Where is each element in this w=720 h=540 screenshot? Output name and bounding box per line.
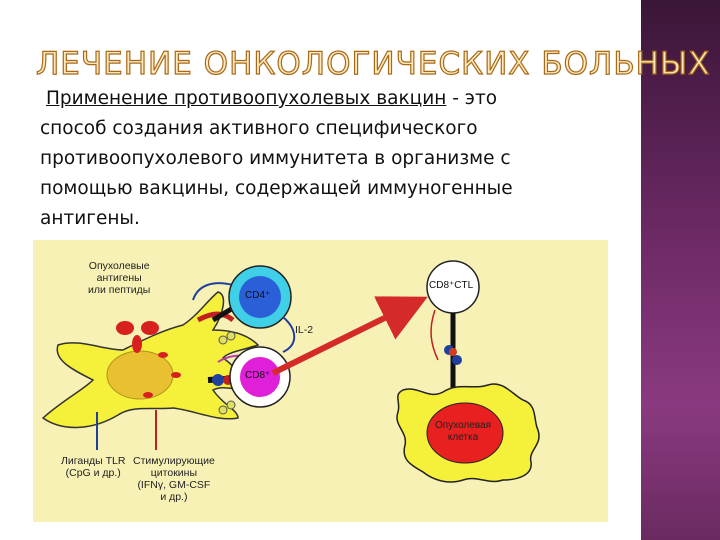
ctl-label: CD8⁺CTL xyxy=(429,280,474,291)
slide-title: ЛЕЧЕНИЕ ОНКОЛОГИЧЕСКИХ БОЛЬНЫХ xyxy=(35,45,711,82)
tlr-label: Лиганды TLR(CpG и др.) xyxy=(61,455,126,479)
text-line: способ создания активного специфического xyxy=(40,118,478,139)
il2-label: IL-2 xyxy=(295,324,314,336)
text-line: антигены. xyxy=(40,208,140,229)
text-line: противоопухолевого иммунитета в организм… xyxy=(40,148,511,169)
slide-body: Применение противоопухолевых вакцин - эт… xyxy=(40,84,640,234)
cd8-label: CD8⁺ xyxy=(245,370,271,381)
cd4-label: CD4⁺ xyxy=(245,290,271,301)
text-line: помощью вакцины, содержащей иммуногенные xyxy=(40,178,513,199)
decorative-sidebar xyxy=(641,0,720,540)
activation-arrow xyxy=(271,296,428,376)
nucleus xyxy=(106,350,174,400)
term: Применение противоопухолевых вакцин xyxy=(46,88,447,109)
text-line: - это xyxy=(446,88,498,109)
